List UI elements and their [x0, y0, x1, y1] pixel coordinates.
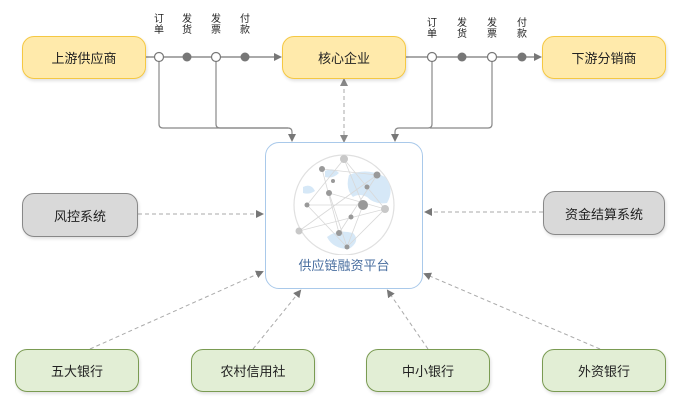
rural-credit-label: 农村信用社: [220, 365, 286, 380]
delivery-dot-right: [457, 52, 467, 62]
big-five-banks-node[interactable]: 五大银行: [15, 349, 139, 392]
order-branch-right: [391, 57, 433, 142]
settlement-system-label: 资金结算系统: [564, 207, 643, 223]
flow-label-payment-left: 付款: [240, 14, 250, 36]
downstream-distributor-label: 下游分销商: [571, 52, 637, 67]
flow-label-invoice-left: 发票: [211, 14, 221, 36]
flow-label-payment-right: 付款: [517, 18, 527, 40]
small-medium-bank-label: 中小银行: [401, 365, 454, 380]
bank-big5-link: [89, 270, 264, 350]
globe-network-icon: [293, 154, 395, 255]
flow-label-order-right: 订单: [427, 18, 437, 40]
invoice-dot-right: [486, 51, 498, 63]
payment-dot-right: [517, 52, 527, 62]
rural-credit-node[interactable]: 农村信用社: [191, 349, 315, 392]
foreign-bank-node[interactable]: 外资银行: [542, 349, 666, 392]
invoice-dot-left: [210, 51, 222, 63]
downstream-distributor-node[interactable]: 下游分销商: [542, 36, 666, 79]
risk-control-node[interactable]: 风控系统: [22, 193, 138, 237]
foreign-bank-label: 外资银行: [577, 365, 630, 380]
order-dot-left: [153, 51, 165, 63]
risk-control-label: 风控系统: [53, 209, 106, 225]
settlement-system-node[interactable]: 资金结算系统: [543, 191, 665, 235]
small-medium-bank-node[interactable]: 中小银行: [366, 349, 490, 392]
order-dot-right: [426, 51, 438, 63]
core-enterprise-node[interactable]: 核心企业: [282, 36, 406, 79]
delivery-dot-left: [182, 52, 192, 62]
core-enterprise-label: 核心企业: [317, 52, 370, 67]
small-bank-link: [386, 289, 429, 350]
payment-dot-left: [240, 52, 250, 62]
flow-label-delivery-left: 发货: [182, 14, 192, 36]
invoice-branch-right: [430, 57, 493, 129]
rural-credit-link: [252, 289, 302, 350]
platform-node[interactable]: 供应链融资平台: [265, 142, 423, 289]
upstream-supplier-node[interactable]: 上游供应商: [22, 36, 146, 79]
flow-label-delivery-right: 发货: [457, 18, 467, 40]
foreign-bank-link: [423, 272, 601, 350]
flow-label-order-left: 订单: [154, 14, 164, 36]
platform-label: 供应链融资平台: [298, 259, 390, 274]
flow-label-invoice-right: 发票: [487, 18, 497, 40]
upstream-supplier-label: 上游供应商: [51, 52, 117, 67]
invoice-branch-left: [215, 57, 288, 129]
big-five-banks-label: 五大银行: [50, 365, 103, 380]
